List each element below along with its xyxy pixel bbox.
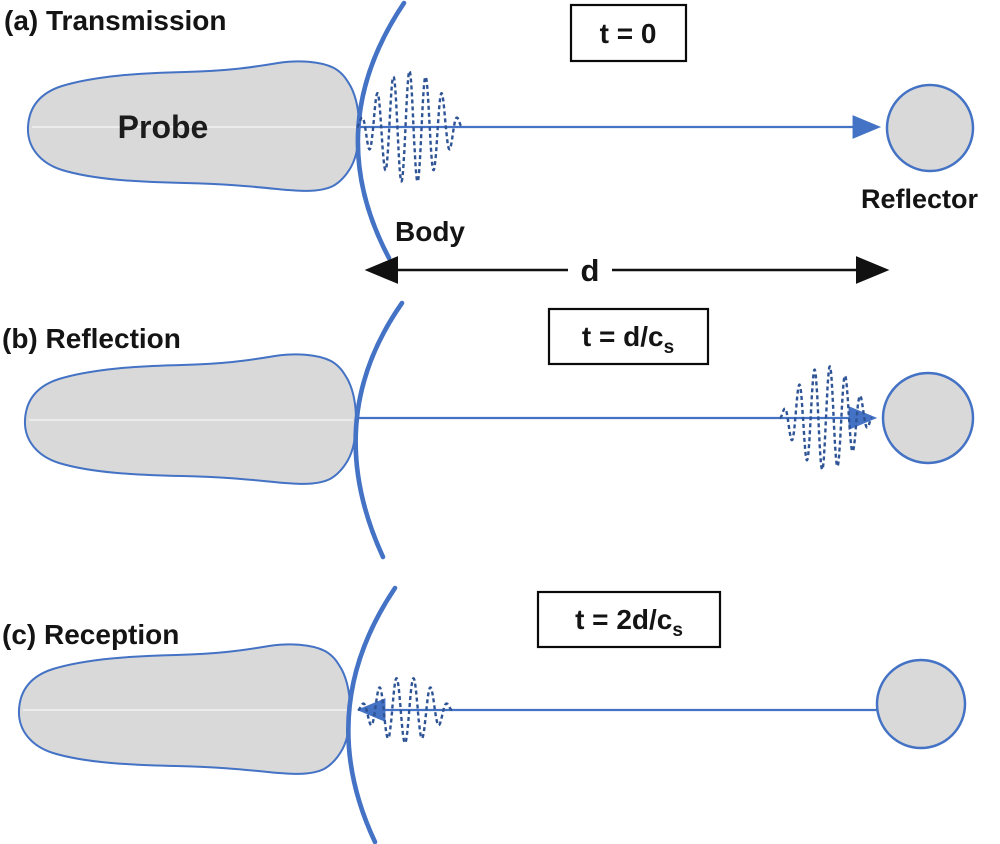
time-subscript-c: s	[672, 620, 683, 641]
panel-reception: (c) Reception t = 2d/cs	[2, 585, 967, 844]
panel-reflection: (b) Reflection t = d/cs	[2, 300, 975, 560]
time-label-b: t = d/cs	[582, 321, 674, 358]
distance-dimension: d	[364, 253, 890, 288]
transmitted-wave-packet	[356, 69, 463, 183]
reflector-circle-b	[881, 371, 975, 465]
panel-c-label: (c) Reception	[2, 619, 179, 650]
panel-transmission: (a) Transmission t = 0 Probe Reflector B…	[4, 0, 979, 288]
body-arc-a	[355, 0, 407, 261]
body-label: Body	[395, 216, 465, 247]
probe-label: Probe	[118, 109, 209, 145]
reflector-circle-c	[875, 658, 967, 750]
panel-a-label: (a) Transmission	[4, 5, 227, 36]
reflector-circle-a	[885, 83, 975, 173]
time-box-b	[547, 307, 710, 366]
time-label-c: t = 2d/cs	[575, 604, 683, 641]
time-main-b: t = d/c	[582, 321, 664, 352]
time-main-a: t = 0	[600, 18, 657, 49]
body-arc-b	[353, 300, 405, 560]
time-box-a	[569, 3, 688, 63]
time-label-a: t = 0	[600, 18, 657, 49]
panel-b-label: (b) Reflection	[2, 323, 181, 354]
time-box-c	[536, 590, 722, 649]
incident-wave-packet-at-reflector	[779, 365, 873, 471]
probe-shape-c	[17, 643, 351, 775]
distance-label: d	[581, 253, 600, 288]
body-arc-c	[346, 585, 398, 844]
probe-shape-b	[23, 353, 357, 485]
time-main-c: t = 2d/c	[575, 604, 672, 635]
reflector-label: Reflector	[861, 184, 979, 214]
time-subscript-b: s	[664, 337, 675, 358]
